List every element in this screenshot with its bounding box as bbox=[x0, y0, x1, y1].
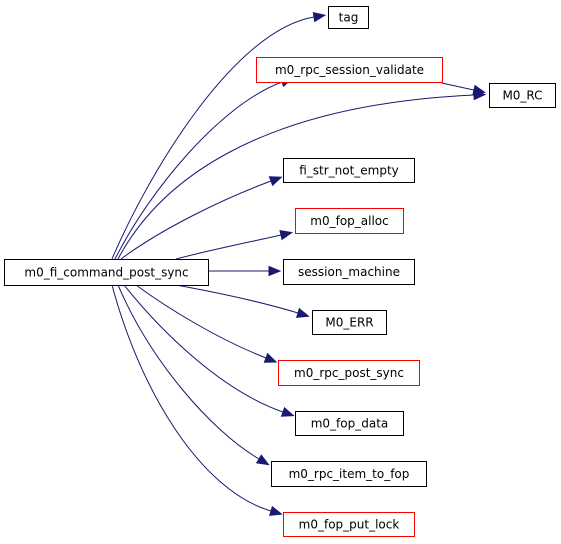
arrowhead bbox=[263, 352, 278, 363]
node-label: tag bbox=[339, 11, 359, 25]
node-label: m0_fop_data bbox=[311, 417, 389, 431]
node-label: m0_rpc_session_validate bbox=[275, 63, 424, 77]
edge-root-to-m0_fop_data bbox=[123, 284, 295, 417]
edge-root-to-m0_fop_put_lock bbox=[111, 284, 283, 516]
node-label: M0_ERR bbox=[325, 316, 373, 330]
node-box[interactable] bbox=[312, 310, 387, 335]
edge-root-to-session_machine bbox=[208, 265, 282, 277]
node-box[interactable] bbox=[278, 360, 420, 386]
edge-line bbox=[114, 81, 283, 260]
node-label: m0_fop_alloc bbox=[310, 214, 388, 228]
arrowhead bbox=[280, 406, 295, 417]
arrowhead bbox=[269, 505, 283, 516]
node-label: fi_str_not_empty bbox=[299, 164, 399, 178]
edge-line bbox=[111, 16, 315, 260]
edge-root-to-fi_str_not_empty bbox=[120, 176, 283, 260]
node-label: session_machine bbox=[298, 265, 400, 279]
node-label: m0_fop_put_lock bbox=[299, 518, 400, 532]
edge-line bbox=[123, 284, 284, 413]
edge-line bbox=[175, 234, 282, 260]
node-label: m0_rpc_item_to_fop bbox=[289, 467, 410, 481]
node-box[interactable] bbox=[295, 208, 404, 234]
edge-line bbox=[120, 180, 272, 260]
edge-line bbox=[111, 284, 272, 512]
node-label: m0_fi_command_post_sync bbox=[24, 266, 188, 280]
arrowhead bbox=[472, 84, 486, 96]
node-box[interactable] bbox=[489, 83, 556, 108]
arrowhead bbox=[268, 265, 282, 277]
edge-root-to-tag bbox=[111, 11, 327, 260]
edge-line bbox=[135, 284, 267, 359]
edge-root-to-M0_ERR bbox=[175, 284, 310, 318]
node-label: M0_RC bbox=[502, 89, 542, 103]
node-session-machine[interactable]: session_machine bbox=[283, 259, 415, 285]
node-box[interactable] bbox=[256, 57, 443, 83]
nodes-layer: m0_fi_command_post_sync tag m0_rpc_session… bbox=[4, 6, 556, 537]
node-m0-fop-data[interactable]: m0_fop_data bbox=[295, 411, 404, 436]
node-m0-fop-alloc[interactable]: m0_fop_alloc bbox=[295, 208, 404, 234]
edge-line bbox=[117, 94, 475, 260]
edge-line bbox=[117, 284, 260, 460]
node-box[interactable] bbox=[283, 259, 415, 285]
node-fi-str-not-empty[interactable]: fi_str_not_empty bbox=[283, 158, 415, 183]
edge-m0_rpc_session_validate-to-M0_RC bbox=[441, 82, 486, 96]
arrowhead bbox=[255, 454, 270, 466]
edge-line bbox=[441, 82, 475, 91]
node-box[interactable] bbox=[4, 259, 209, 286]
node-box[interactable] bbox=[283, 158, 415, 183]
edge-line bbox=[175, 284, 299, 314]
node-m0-rpc-session-validate[interactable]: m0_rpc_session_validate bbox=[256, 57, 443, 83]
edge-root-to-m0_rpc_item_to_fop bbox=[117, 284, 270, 466]
node-m0-rc[interactable]: M0_RC bbox=[489, 83, 556, 108]
edge-root-to-m0_rpc_post_sync bbox=[135, 284, 278, 363]
node-box[interactable] bbox=[328, 6, 369, 29]
node-tag[interactable]: tag bbox=[328, 6, 369, 29]
arrowhead bbox=[268, 176, 283, 187]
node-m0-rpc-post-sync[interactable]: m0_rpc_post_sync bbox=[278, 360, 420, 386]
edge-root-to-m0_fop_alloc bbox=[175, 229, 293, 260]
node-root[interactable]: m0_fi_command_post_sync bbox=[4, 259, 209, 286]
node-label: m0_rpc_post_sync bbox=[294, 366, 404, 380]
node-m0-rpc-item-to-fop[interactable]: m0_rpc_item_to_fop bbox=[271, 461, 427, 487]
edge-root-to-m0_rpc_session_validate bbox=[114, 77, 294, 260]
node-box[interactable] bbox=[271, 461, 427, 487]
arrowhead bbox=[312, 11, 327, 23]
node-box[interactable] bbox=[283, 512, 415, 537]
arrowhead bbox=[296, 307, 310, 318]
arrowhead bbox=[279, 229, 293, 241]
node-m0-err[interactable]: M0_ERR bbox=[312, 310, 387, 335]
node-box[interactable] bbox=[295, 411, 404, 436]
node-m0-fop-put-lock[interactable]: m0_fop_put_lock bbox=[283, 512, 415, 537]
